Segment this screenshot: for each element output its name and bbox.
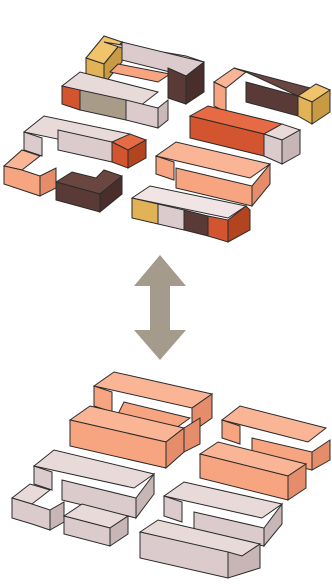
bottom-cluster-right-upper	[198, 405, 331, 501]
bottom-cluster-right-lower	[138, 481, 284, 579]
top-cluster-right-lower	[130, 141, 272, 243]
top-cluster-left-lower	[2, 115, 148, 214]
top-cluster-right-upper	[188, 67, 332, 165]
bottom-cluster-left-lower	[10, 449, 156, 547]
bottom-cluster-left-upper	[68, 371, 214, 470]
double-headed-vertical-arrow-icon	[134, 255, 186, 360]
top-cluster-left-upper	[60, 35, 205, 130]
